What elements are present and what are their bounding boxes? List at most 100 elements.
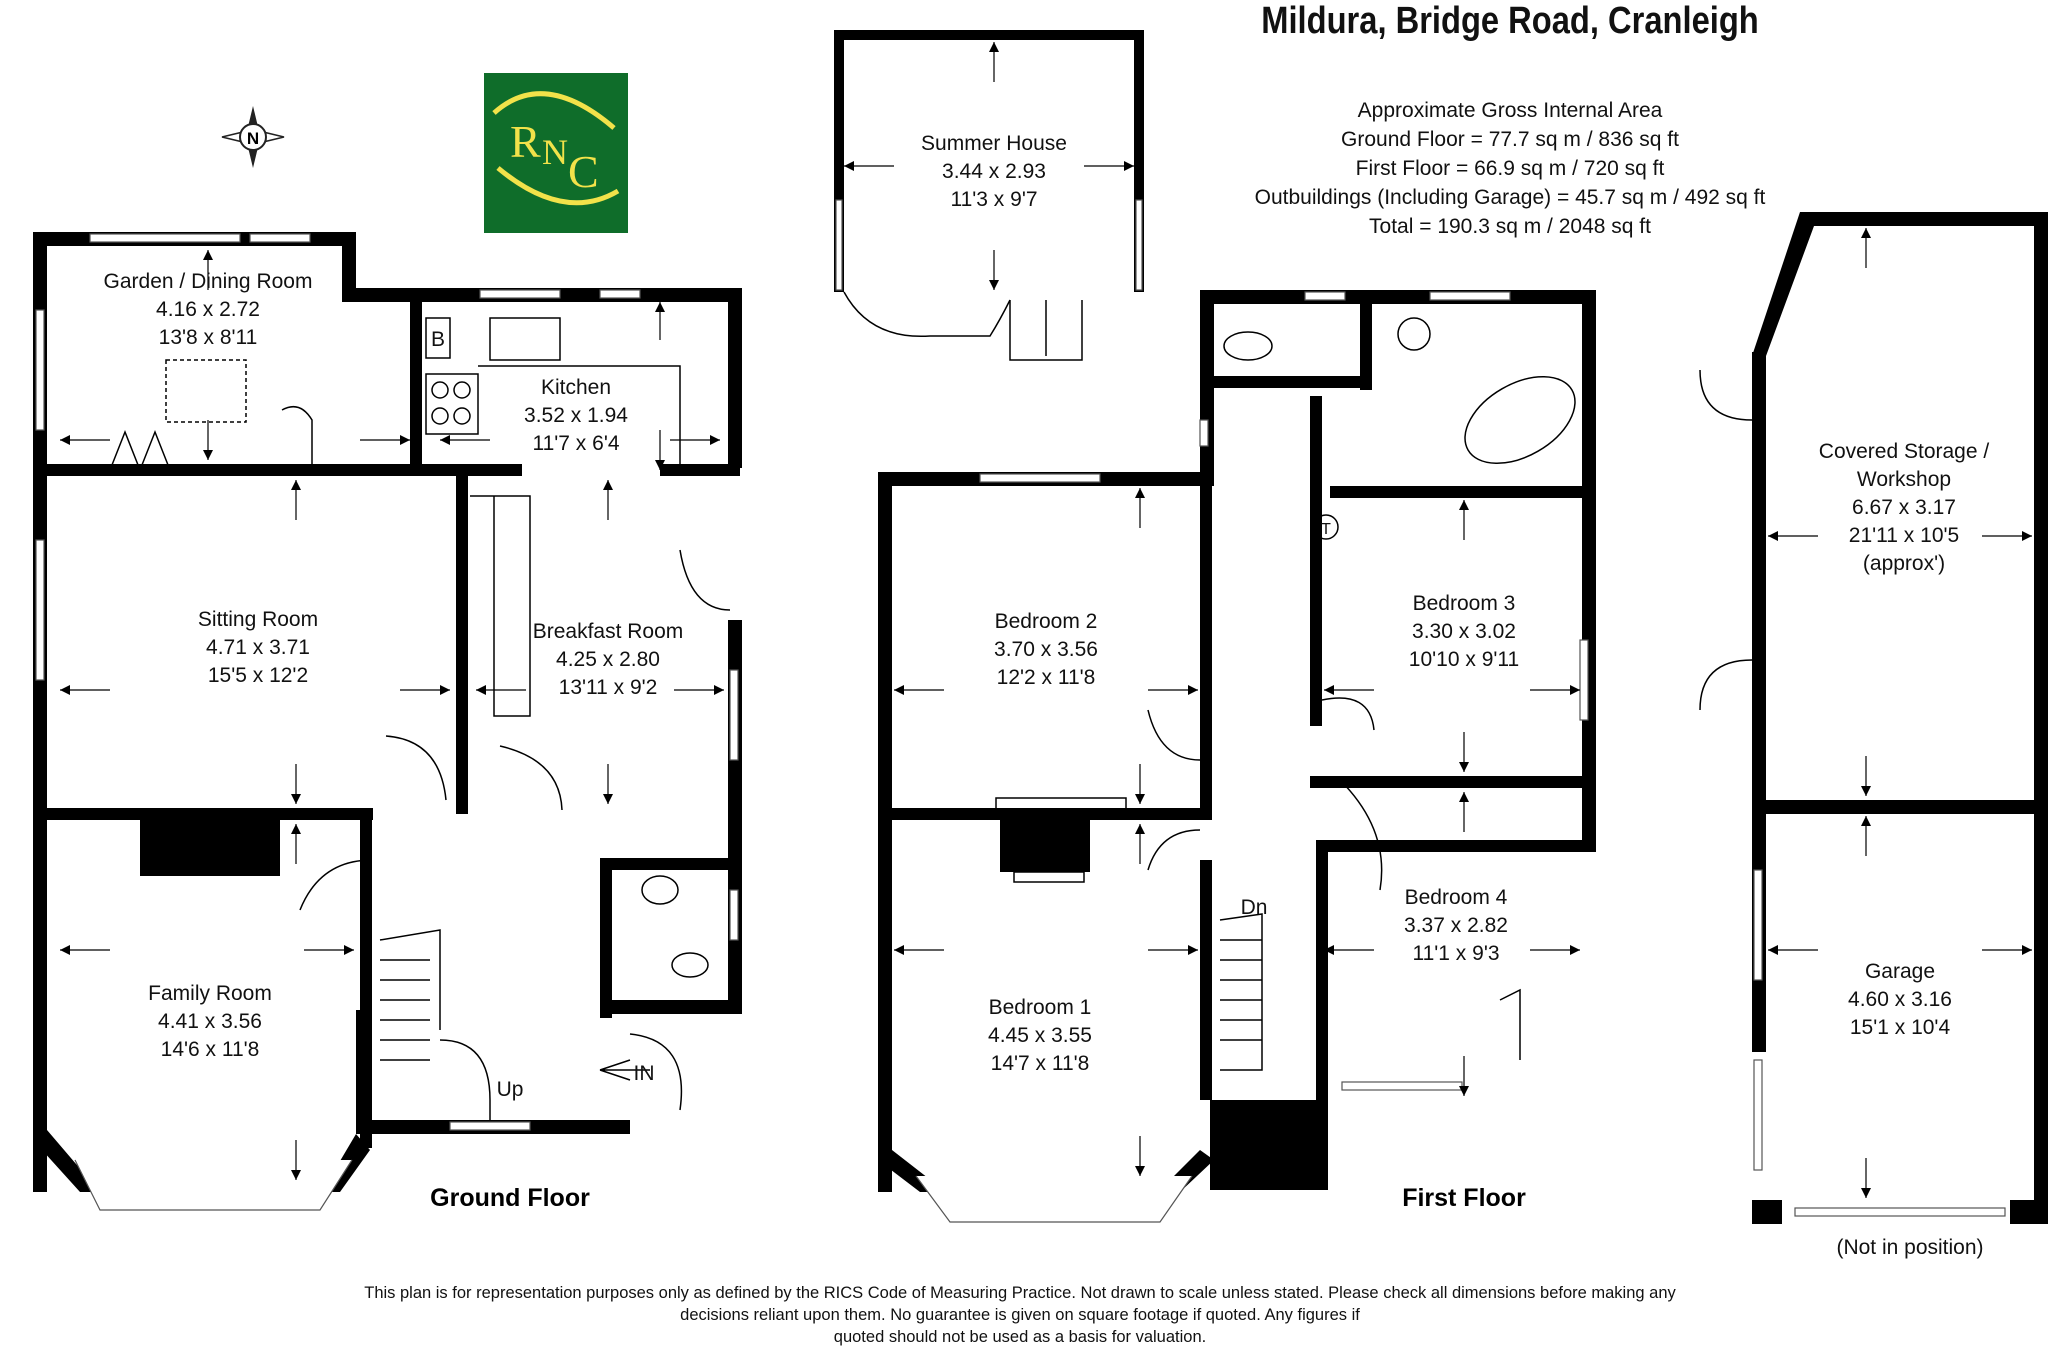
- dimension-arrowhead-icon: [714, 685, 724, 695]
- dimension-arrowhead-icon: [400, 435, 410, 445]
- boiler-label: B: [431, 328, 445, 351]
- dimension-arrowhead-icon: [1570, 945, 1580, 955]
- bedroom2-imperial: 12'2 x 11'8: [997, 666, 1096, 689]
- dimension-arrowhead-icon: [1124, 161, 1134, 171]
- covered-storage-imperial: 21'11 x 10'5: [1849, 524, 1959, 547]
- garage-imperial: 15'1 x 10'4: [1850, 1016, 1951, 1039]
- bedroom1-metric: 4.45 x 3.55: [988, 1024, 1092, 1047]
- sitting-room-imperial: 15'5 x 12'2: [208, 664, 308, 687]
- kitchen-name: Kitchen: [541, 376, 611, 399]
- sitting-room-name: Sitting Room: [198, 608, 318, 631]
- tank-label: T: [1321, 521, 1331, 538]
- dimension-arrowhead-icon: [1861, 1188, 1871, 1198]
- ground-floor-plan: B Up IN: [33, 232, 742, 1211]
- breakfast-room-metric: 4.25 x 2.80: [556, 648, 660, 671]
- dimension-arrowhead-icon: [1188, 685, 1198, 695]
- ground-floor-stairs: Up: [379, 929, 524, 1120]
- dimension-arrowhead-icon: [1135, 1166, 1145, 1176]
- dimension-arrows: [60, 42, 2032, 1198]
- family-room-imperial: 14'6 x 11'8: [161, 1038, 260, 1061]
- stairs-down-label: Dn: [1241, 896, 1268, 919]
- dimension-arrowhead-icon: [2022, 945, 2032, 955]
- breakfast-room-name: Breakfast Room: [533, 620, 684, 643]
- dimension-arrowhead-icon: [844, 161, 854, 171]
- dimension-arrowhead-icon: [894, 685, 904, 695]
- dimension-arrowhead-icon: [1570, 685, 1580, 695]
- dimension-arrowhead-icon: [1861, 786, 1871, 796]
- entrance-label: IN: [634, 1062, 655, 1085]
- dimension-arrowhead-icon: [1459, 500, 1469, 510]
- dimension-arrowhead-icon: [203, 250, 213, 260]
- plan-title: Mildura, Bridge Road, Cranleigh: [1261, 0, 1759, 42]
- dimension-arrowhead-icon: [440, 435, 450, 445]
- logo-letter-n: N: [542, 132, 568, 172]
- dimension-arrowhead-icon: [603, 480, 613, 490]
- room-labels: Garden / Dining Room 4.16 x 2.72 13'8 x …: [104, 132, 1990, 1259]
- compass-letter: N: [247, 129, 259, 148]
- dimension-arrowhead-icon: [1768, 945, 1778, 955]
- garage-name: Garage: [1865, 960, 1935, 983]
- dimension-arrowhead-icon: [1861, 228, 1871, 238]
- dimension-arrowhead-icon: [1459, 1086, 1469, 1096]
- covered-storage-name: Covered Storage /: [1819, 440, 1990, 463]
- family-room-name: Family Room: [148, 982, 272, 1005]
- bedroom3-name: Bedroom 3: [1413, 592, 1516, 615]
- logo-letter-c: C: [568, 146, 599, 197]
- area-summary: Approximate Gross Internal Area Ground F…: [1200, 96, 1820, 241]
- bedroom1-name: Bedroom 1: [989, 996, 1092, 1019]
- sitting-room-metric: 4.71 x 3.71: [206, 636, 310, 659]
- dimension-arrowhead-icon: [603, 794, 613, 804]
- dimension-arrowhead-icon: [1459, 762, 1469, 772]
- dimension-arrowhead-icon: [2022, 531, 2032, 541]
- ground-floor-title: Ground Floor: [430, 1184, 590, 1212]
- summer-house-name: Summer House: [921, 132, 1067, 155]
- logo-swoosh-icon: [492, 91, 620, 206]
- kitchen-imperial: 11'7 x 6'4: [532, 432, 619, 455]
- dimension-arrowhead-icon: [476, 685, 486, 695]
- dimension-arrowhead-icon: [1135, 794, 1145, 804]
- stairs-up-label: Up: [497, 1078, 524, 1101]
- dimension-arrowhead-icon: [1324, 945, 1334, 955]
- first-floor-title: First Floor: [1402, 1184, 1526, 1212]
- dimension-arrowhead-icon: [1135, 824, 1145, 834]
- first-floor-stairs: Dn: [1219, 896, 1268, 1071]
- summer-house-metric: 3.44 x 2.93: [942, 160, 1046, 183]
- dimension-arrowhead-icon: [291, 794, 301, 804]
- dimension-arrowhead-icon: [60, 435, 70, 445]
- summer-house-imperial: 11'3 x 9'7: [950, 188, 1037, 211]
- garden-dining-name: Garden / Dining Room: [104, 270, 313, 293]
- covered-storage-metric: 6.67 x 3.17: [1852, 496, 1956, 519]
- dimension-arrowhead-icon: [1459, 792, 1469, 802]
- dimension-arrowhead-icon: [710, 435, 720, 445]
- dimension-arrowhead-icon: [60, 945, 70, 955]
- compass-north-icon: N: [220, 104, 286, 170]
- outbuildings-plan: [1699, 212, 2048, 1224]
- dimension-arrowhead-icon: [655, 302, 665, 312]
- kitchen-metric: 3.52 x 1.94: [524, 404, 628, 427]
- dimension-arrowhead-icon: [1861, 816, 1871, 826]
- covered-storage-name-2: Workshop: [1857, 468, 1951, 491]
- dimension-arrowhead-icon: [291, 480, 301, 490]
- bedroom4-metric: 3.37 x 2.82: [1404, 914, 1508, 937]
- disclaimer-line-1: This plan is for representation purposes…: [364, 1284, 1676, 1302]
- dimension-arrowhead-icon: [291, 1170, 301, 1180]
- agency-logo: R N C: [484, 73, 628, 233]
- bedroom4-name: Bedroom 4: [1405, 886, 1508, 909]
- garden-dining-imperial: 13'8 x 8'11: [159, 326, 258, 349]
- disclaimer-line-3: quoted should not be used as a basis for…: [833, 1328, 1207, 1346]
- breakfast-room-imperial: 13'11 x 9'2: [559, 676, 658, 699]
- bedroom3-imperial: 10'10 x 9'11: [1409, 648, 1519, 671]
- dimension-arrowhead-icon: [655, 460, 665, 470]
- dimension-arrowhead-icon: [1135, 488, 1145, 498]
- area-heading: Approximate Gross Internal Area: [1357, 99, 1663, 122]
- logo-letter-r: R: [510, 116, 541, 167]
- disclaimer: This plan is for representation purposes…: [240, 1282, 1800, 1348]
- first-floor-plan: Dn T: [878, 290, 1596, 1223]
- dimension-arrowhead-icon: [1324, 685, 1334, 695]
- disclaimer-line-2: decisions reliant upon them. No guarante…: [680, 1306, 1360, 1324]
- dimension-arrowhead-icon: [440, 685, 450, 695]
- area-first-floor: First Floor = 66.9 sq m / 720 sq ft: [1355, 157, 1665, 180]
- dimension-arrowhead-icon: [291, 824, 301, 834]
- summer-house-plan: [834, 30, 1144, 361]
